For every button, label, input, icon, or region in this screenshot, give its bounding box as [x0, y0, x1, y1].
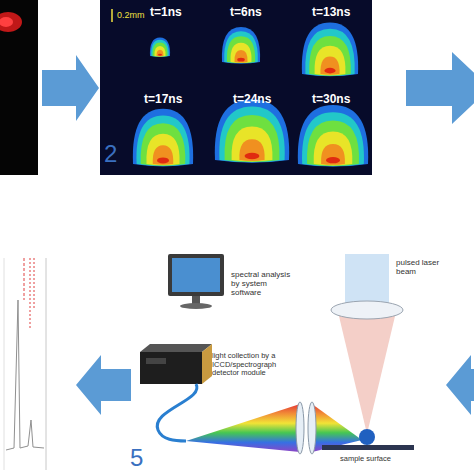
time-label: t=1ns: [150, 6, 182, 20]
time-label: t=24ns: [233, 93, 271, 107]
step-number: 2: [104, 142, 117, 166]
setup-label: spectral analysis by system software: [231, 270, 293, 298]
plasma-image-panel: 0.2mm t=1ns t=6ns t=13ns t=17ns t=24ns t=30ns 2: [100, 0, 372, 175]
time-label: t=17ns: [144, 93, 182, 107]
setup-label: light collection by a ICCD/spectrograph …: [212, 352, 296, 378]
step-number: 5: [130, 446, 143, 470]
time-label: t=6ns: [230, 6, 262, 20]
setup-label: sample surface: [340, 455, 410, 464]
setup-label: pulsed laser beam: [396, 258, 456, 276]
time-label: t=30ns: [312, 93, 350, 107]
time-label: t=13ns: [312, 6, 350, 20]
scale-label: 0.2mm: [117, 10, 145, 20]
